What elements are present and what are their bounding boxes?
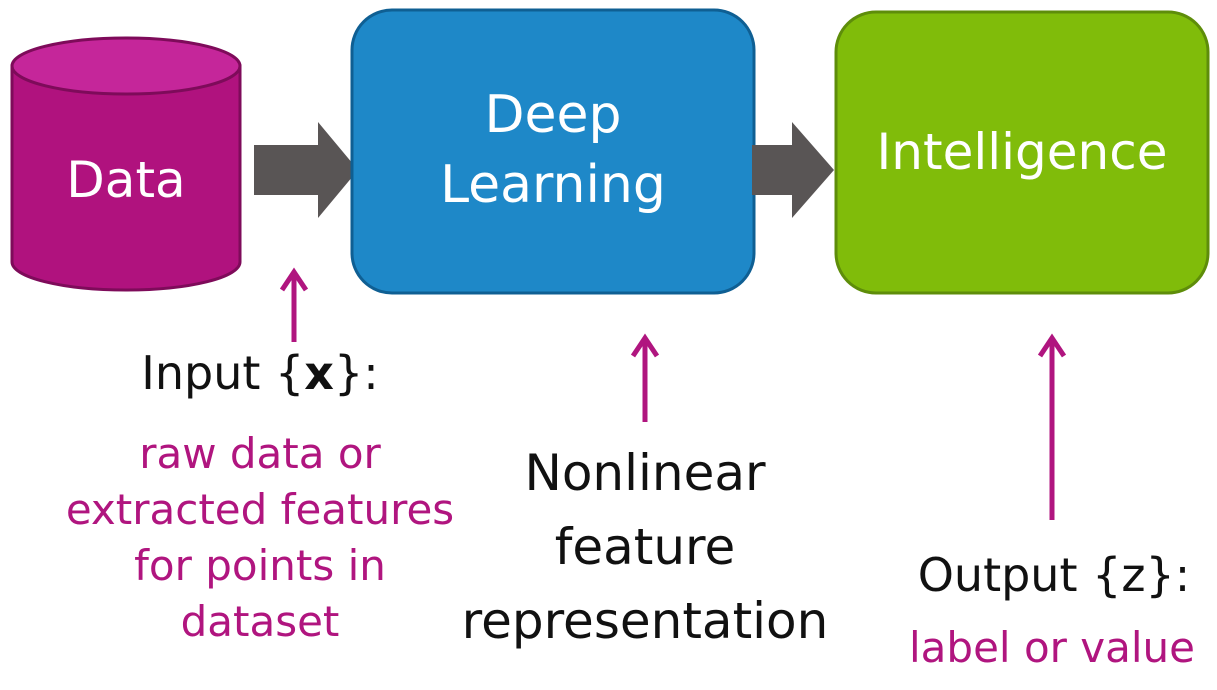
data-cylinder — [10, 36, 242, 292]
pointer-arrow-representation — [630, 333, 660, 422]
pointer-arrow-input — [279, 267, 309, 342]
input-description-line: dataset — [180, 597, 340, 646]
data-cylinder-body — [10, 64, 242, 292]
input-heading-suffix: }: — [333, 346, 379, 400]
representation-description: Nonlinear feature representation — [430, 436, 860, 658]
representation-line: Nonlinear — [524, 444, 766, 502]
flow-arrow-learning-to-intelligence — [752, 122, 834, 218]
representation-line: feature — [554, 518, 736, 576]
input-heading-prefix: Input { — [141, 346, 305, 400]
intelligence-box — [834, 10, 1210, 295]
data-cylinder-top — [10, 36, 242, 96]
flow-arrow-data-to-learning — [254, 122, 358, 218]
output-heading: Output {z}: — [917, 548, 1191, 602]
input-description-line: raw data or — [139, 429, 381, 478]
deep-learning-label: Deep Learning — [352, 80, 754, 220]
representation-line: representation — [461, 592, 829, 650]
data-label: Data — [66, 151, 186, 209]
output-description: label or value — [909, 623, 1195, 672]
pointer-arrow-output — [1037, 333, 1067, 520]
input-heading: Input {x}: — [60, 346, 460, 400]
deep-learning-label-line2: Learning — [440, 155, 666, 215]
input-description-line: for points in — [134, 541, 386, 590]
input-description-line: extracted features — [65, 485, 455, 534]
intelligence-label: Intelligence — [876, 123, 1168, 181]
input-heading-variable: x — [304, 346, 334, 400]
input-description: raw data or extracted features for point… — [20, 426, 500, 650]
deep-learning-label-line1: Deep — [484, 85, 622, 145]
